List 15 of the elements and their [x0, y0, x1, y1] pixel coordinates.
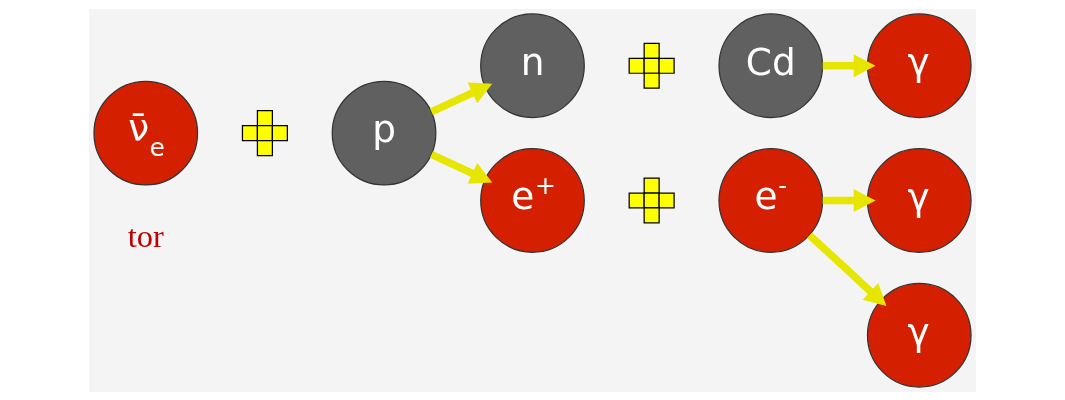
arrow — [822, 188, 876, 212]
node-circle: γ — [866, 147, 972, 253]
node-circle: γ — [866, 282, 972, 388]
node-circle: e$^{+}$ — [480, 147, 585, 253]
label: tor — [127, 217, 164, 254]
arrow — [429, 82, 493, 115]
arrow — [429, 150, 493, 184]
node-circle: ν̄$_{e}$ — [93, 80, 199, 186]
node-circle: e$^{-}$ — [718, 147, 824, 253]
arrow — [807, 231, 887, 306]
node-circle: n — [480, 12, 585, 118]
node-circle: γ — [866, 12, 972, 118]
node-circle: Cd — [718, 12, 824, 118]
arrow — [822, 53, 876, 77]
node-circle: p — [331, 80, 437, 186]
